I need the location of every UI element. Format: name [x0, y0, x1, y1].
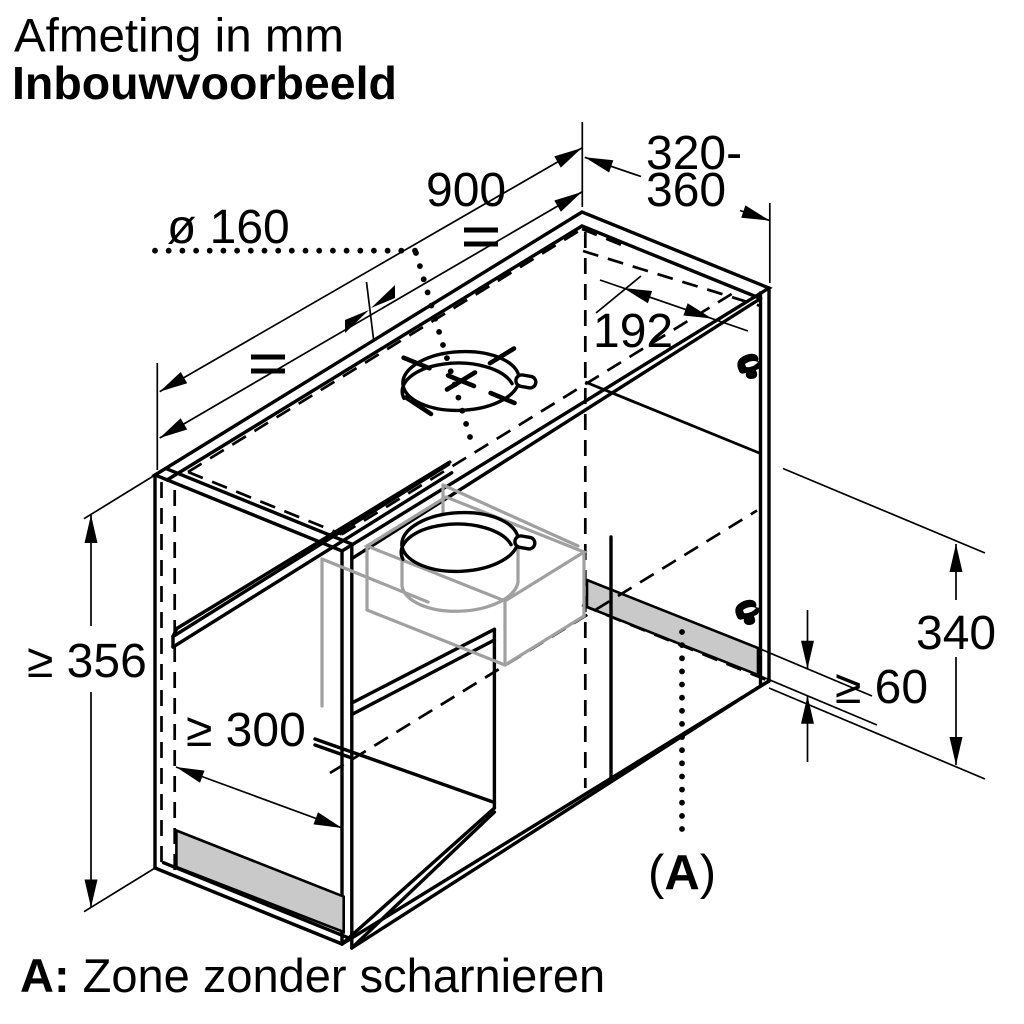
svg-text:A: Zone zonder scharnieren: A: Zone zonder scharnieren	[20, 949, 605, 1002]
svg-text:Afmeting in mm: Afmeting in mm	[14, 10, 344, 63]
svg-text:Inbouwvoorbeeld: Inbouwvoorbeeld	[12, 57, 397, 109]
svg-text:192: 192	[593, 305, 673, 358]
svg-text:900: 900	[426, 164, 506, 217]
svg-text:ø 160: ø 160	[167, 201, 290, 254]
svg-text:360: 360	[646, 164, 726, 217]
svg-text:≥ 300: ≥ 300	[186, 704, 306, 757]
svg-text:≥ 60: ≥ 60	[835, 661, 928, 714]
svg-text:320-: 320-	[646, 127, 742, 180]
svg-text:340: 340	[916, 607, 996, 660]
svg-text:(A): (A)	[648, 846, 716, 900]
svg-text:≥ 356: ≥ 356	[27, 635, 147, 688]
